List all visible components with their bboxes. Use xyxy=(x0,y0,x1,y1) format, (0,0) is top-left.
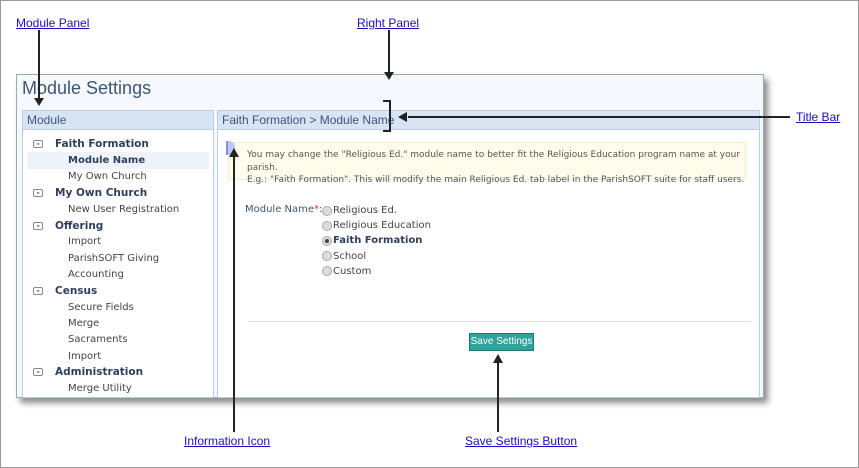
radio-option[interactable]: Religious Ed. xyxy=(322,203,431,218)
title-bar: Faith Formation > Module Name xyxy=(218,111,759,130)
tree-group[interactable]: - Census xyxy=(27,283,209,299)
collapse-icon[interactable]: - xyxy=(33,189,43,198)
radio-label: Faith Formation xyxy=(333,235,423,247)
radio-label: Custom xyxy=(333,265,372,277)
tree-item[interactable]: My Own Church xyxy=(27,169,209,185)
tree-item-label: Merge Utility xyxy=(68,383,132,395)
arrowhead-icon xyxy=(384,72,394,85)
tree-item-label: My Own Church xyxy=(55,187,148,200)
tree-item[interactable]: Module Name xyxy=(27,152,209,169)
right-panel: Faith Formation > Module Name You may ch… xyxy=(217,110,760,398)
radio-label: School xyxy=(333,250,367,262)
arrow-save-button xyxy=(497,362,499,432)
collapse-icon[interactable]: - xyxy=(33,286,43,295)
collapse-icon[interactable]: - xyxy=(33,221,43,230)
annotation-information-icon[interactable]: Information Icon xyxy=(184,434,271,448)
bracket xyxy=(383,130,390,132)
info-box: You may change the "Religious Ed." modul… xyxy=(226,141,746,185)
save-settings-button[interactable]: Save Settings xyxy=(469,333,534,351)
tree-group[interactable]: - My Own Church xyxy=(27,185,209,201)
radio-button[interactable] xyxy=(322,235,332,246)
annotation-save-settings-button[interactable]: Save Settings Button xyxy=(465,434,578,448)
arrowhead-icon xyxy=(493,354,503,363)
radio-button[interactable] xyxy=(322,266,332,277)
tree-item-label: Module Name xyxy=(68,154,146,166)
module-panel-header: Module xyxy=(23,111,213,130)
tree-item[interactable]: Merge Utility xyxy=(27,380,209,396)
tree-item-label: My Own Church xyxy=(68,171,147,183)
page-title: Module Settings xyxy=(22,78,152,98)
radio-label: Religious Ed. xyxy=(333,205,398,217)
tree-item-label: Import xyxy=(68,350,102,362)
tree-group[interactable]: - Faith Formation xyxy=(27,136,209,152)
collapse-icon[interactable]: - xyxy=(33,368,43,377)
info-text-line1: You may change the "Religious Ed." modul… xyxy=(247,150,741,173)
info-text-line2: E.g.: "Faith Formation". This will modif… xyxy=(247,175,745,185)
tree-group[interactable]: - Offering xyxy=(27,217,209,233)
collapse-icon[interactable]: - xyxy=(33,140,43,149)
radio-option[interactable]: Faith Formation xyxy=(322,233,431,248)
tree-item[interactable]: Accounting xyxy=(27,266,209,282)
tree-item-label: Offering xyxy=(55,219,104,232)
arrow-right-panel xyxy=(388,30,390,74)
radio-button[interactable] xyxy=(322,205,332,216)
radio-option[interactable]: Religious Education xyxy=(322,218,431,233)
tree-item[interactable]: Import xyxy=(27,348,209,364)
tree-item[interactable]: Import xyxy=(27,234,209,250)
radio-option[interactable]: School xyxy=(322,249,431,264)
field-label: Module Name xyxy=(245,204,315,215)
arrow-information-icon xyxy=(233,156,235,432)
bracket xyxy=(383,100,390,102)
label-colon: : xyxy=(319,204,323,215)
tree-item-label: ParishSOFT Giving xyxy=(68,252,160,264)
radio-label: Religious Education xyxy=(333,220,431,232)
tree-item-label: Sacraments xyxy=(68,334,128,346)
module-name-label: Module Name*: xyxy=(245,204,322,215)
divider xyxy=(248,321,751,322)
tree-item-label: Secure Fields xyxy=(68,301,134,313)
annotation-title-bar[interactable]: Title Bar xyxy=(796,110,841,124)
radio-option[interactable]: Custom xyxy=(322,264,431,279)
bracket xyxy=(389,100,391,132)
tree-item[interactable]: Merge xyxy=(27,315,209,331)
radio-button[interactable] xyxy=(322,220,332,231)
tree-item-label: Import xyxy=(68,236,102,248)
annotation-module-panel[interactable]: Module Panel xyxy=(16,16,90,30)
tree-item[interactable]: ParishSOFT Giving xyxy=(27,250,209,266)
tree-item[interactable]: Sacraments xyxy=(27,332,209,348)
tree-item-label: Accounting xyxy=(68,269,124,281)
tree-item[interactable]: New User Registration xyxy=(27,201,209,217)
arrowhead-icon xyxy=(398,112,407,122)
tree-item-label: Census xyxy=(55,284,98,297)
radio-button[interactable] xyxy=(322,251,332,262)
arrowhead-icon xyxy=(229,148,239,157)
tree-item-label: Administration xyxy=(55,366,144,379)
tree-item[interactable]: Secure Fields xyxy=(27,299,209,315)
tree-item-label: New User Registration xyxy=(68,203,180,215)
tree-item-label: Merge xyxy=(68,317,100,329)
tree-group[interactable]: - Administration xyxy=(27,364,209,380)
arrowhead-icon xyxy=(34,98,44,111)
tree-item-label: Faith Formation xyxy=(55,138,149,151)
required-mark: * xyxy=(314,204,320,215)
arrow-title-bar xyxy=(408,116,790,118)
arrow-module-panel xyxy=(38,30,40,100)
annotation-right-panel[interactable]: Right Panel xyxy=(357,16,420,30)
